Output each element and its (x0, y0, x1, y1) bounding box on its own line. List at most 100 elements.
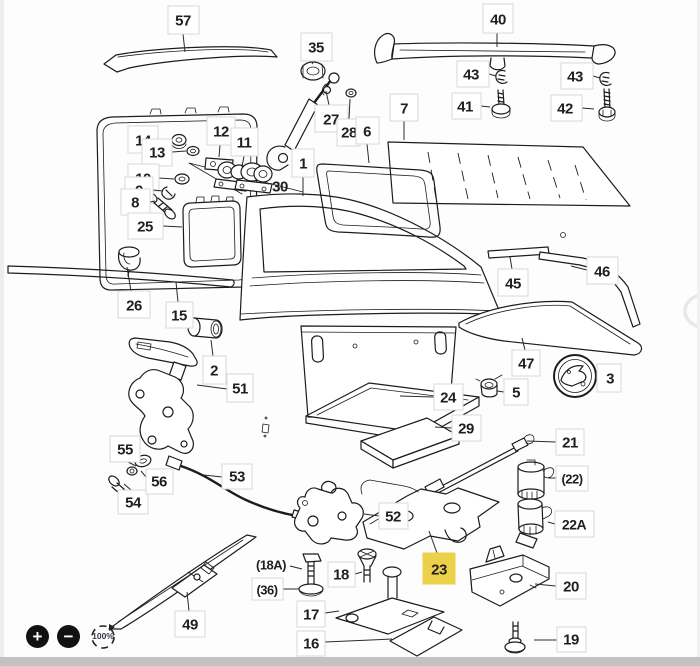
svg-text:21: 21 (562, 435, 578, 452)
part-label-43-left[interactable]: 43 (456, 60, 497, 88)
part-label-20[interactable]: 20 (534, 572, 587, 600)
svg-text:25: 25 (137, 219, 153, 236)
svg-text:5: 5 (512, 385, 520, 402)
part-label-23[interactable]: 23 (422, 530, 456, 585)
part-labels-layer: 5740354343414272728614131211301109825261… (109, 3, 622, 657)
svg-text:13: 13 (149, 145, 165, 162)
zoom-level-value: 100% (92, 631, 114, 641)
tiny-screw-icon (261, 416, 270, 438)
part-label-7[interactable]: 7 (389, 93, 419, 140)
part-label-26[interactable]: 26 (117, 266, 151, 319)
part-51-handle-assembly (128, 337, 198, 454)
plus-icon: + (32, 626, 43, 646)
minus-icon: − (63, 626, 74, 646)
part-16-shim-plate (389, 616, 463, 657)
part-label-42[interactable]: 42 (550, 94, 595, 122)
svg-text:8: 8 (131, 195, 139, 212)
bottom-edge-bar (0, 657, 700, 666)
part-label-36[interactable]: (36) (251, 577, 299, 601)
svg-text:6: 6 (363, 124, 371, 141)
zoom-in-button[interactable]: + (26, 624, 49, 648)
part-label-16[interactable]: 16 (296, 630, 393, 657)
part-17-striker-pin (335, 566, 445, 635)
part-label-52[interactable]: 52 (363, 502, 409, 530)
part-label-41[interactable]: 41 (451, 92, 491, 120)
circular-arrow-icon (91, 624, 115, 649)
part-43-clip-right (599, 71, 612, 86)
svg-text:7: 7 (400, 101, 408, 118)
part-label-3[interactable]: 3 (594, 363, 622, 393)
svg-text:23: 23 (431, 562, 447, 579)
part-label-19[interactable]: 19 (534, 626, 587, 653)
zoom-reset-button[interactable]: 100% (88, 621, 118, 651)
svg-text:43: 43 (463, 67, 479, 84)
edge-arc-decoration (683, 293, 700, 329)
svg-text:16: 16 (303, 636, 319, 653)
part-label-35[interactable]: 35 (300, 32, 333, 65)
part-label-47[interactable]: 47 (511, 337, 541, 377)
part-label-40[interactable]: 40 (482, 3, 514, 47)
part-label-1[interactable]: 1 (291, 148, 315, 196)
svg-text:53: 53 (229, 469, 245, 486)
part-47-side-trim (458, 300, 643, 356)
part-label-6[interactable]: 6 (355, 116, 380, 164)
part-label-8[interactable]: 8 (120, 188, 156, 216)
left-edge-border (0, 0, 4, 666)
part-label-49[interactable]: 49 (174, 591, 206, 638)
svg-text:11: 11 (237, 135, 252, 152)
part-label-43-right[interactable]: 43 (560, 62, 601, 90)
svg-text:19: 19 (563, 632, 579, 649)
part-40-spoiler (374, 32, 616, 71)
part-label-15[interactable]: 15 (165, 281, 194, 329)
part-label-17[interactable]: 17 (296, 600, 340, 628)
part-label-21[interactable]: 21 (526, 428, 585, 456)
part-28-washer (345, 88, 357, 98)
svg-text:24: 24 (440, 390, 457, 407)
svg-text:28: 28 (341, 125, 357, 142)
part-29-box (360, 417, 460, 469)
part-label-18[interactable]: 18 (327, 561, 363, 588)
part-5-grommet (475, 374, 503, 398)
part-label-28[interactable]: 28 (336, 98, 361, 147)
part-label-56[interactable]: 56 (140, 468, 174, 495)
part-label-54[interactable]: 54 (117, 483, 149, 515)
part-19-bolt (504, 621, 526, 654)
svg-text:46: 46 (594, 264, 610, 281)
zoom-out-button[interactable]: − (57, 624, 80, 648)
part-label-13[interactable]: 13 (141, 138, 187, 167)
part-label-24[interactable]: 24 (399, 383, 464, 411)
part-label-18A[interactable]: (18A) (256, 558, 303, 573)
part-label-53[interactable]: 53 (203, 463, 253, 490)
small-dot (560, 232, 566, 238)
part-label-22A[interactable]: 22A (547, 510, 595, 538)
part-label-22[interactable]: (22) (548, 465, 589, 492)
part-6-glass-seal (316, 163, 441, 238)
part-label-2[interactable]: 2 (202, 339, 227, 385)
part-label-55[interactable]: 55 (109, 435, 141, 467)
svg-text:55: 55 (117, 442, 133, 459)
part-label-46[interactable]: 46 (570, 256, 619, 285)
part-3-emblem (553, 354, 597, 398)
svg-text:56: 56 (151, 474, 167, 491)
part-label-29[interactable]: 29 (434, 414, 482, 442)
part-label-45[interactable]: 45 (497, 256, 529, 297)
part-42-bolt (598, 88, 616, 122)
part-49-wiper-arm (108, 534, 257, 630)
part-label-25[interactable]: 25 (127, 212, 183, 240)
svg-text:1: 1 (299, 156, 307, 173)
part-20-lock (469, 545, 550, 607)
svg-text:40: 40 (490, 12, 506, 29)
part-2-lock-cylinder (187, 317, 223, 339)
svg-text:51: 51 (232, 381, 248, 398)
part-9-clip (161, 186, 176, 200)
part-label-5[interactable]: 5 (496, 378, 529, 406)
part-57-spoiler (103, 46, 278, 73)
part-label-30[interactable]: 30 (258, 179, 288, 196)
part-label-51[interactable]: 51 (196, 373, 254, 403)
part-label-12[interactable]: 12 (206, 116, 236, 158)
svg-text:52: 52 (385, 509, 401, 526)
part-label-57[interactable]: 57 (167, 5, 200, 53)
part-35-clamp (300, 61, 326, 81)
part-label-11[interactable]: 11 (230, 127, 259, 168)
svg-text:30: 30 (272, 179, 288, 196)
